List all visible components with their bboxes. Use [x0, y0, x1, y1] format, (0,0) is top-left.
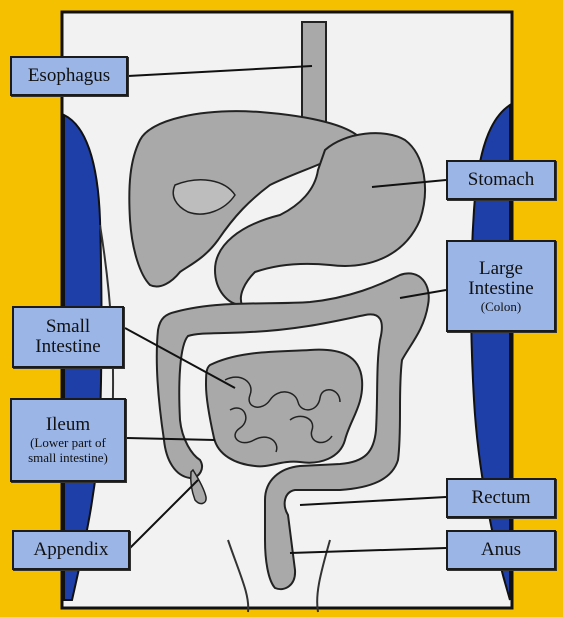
label-large-intestine-line1: Large [479, 259, 523, 279]
label-stomach-text: Stomach [468, 170, 535, 190]
label-ileum-sub2: small intestine) [28, 451, 108, 465]
label-large-intestine-sub: (Colon) [481, 300, 521, 314]
label-ileum: Ileum (Lower part of small intestine) [10, 398, 126, 482]
label-small-intestine-line2: Intestine [35, 337, 100, 357]
label-ileum-title: Ileum [46, 415, 90, 435]
label-rectum-text: Rectum [471, 488, 530, 508]
label-stomach: Stomach [446, 160, 556, 200]
label-esophagus-text: Esophagus [28, 66, 110, 86]
label-large-intestine: Large Intestine (Colon) [446, 240, 556, 332]
label-anus-text: Anus [481, 540, 521, 560]
label-small-intestine: Small Intestine [12, 306, 124, 368]
label-anus: Anus [446, 530, 556, 570]
label-appendix: Appendix [12, 530, 130, 570]
small-intestine-organ [206, 350, 362, 467]
label-small-intestine-line1: Small [46, 317, 90, 337]
label-large-intestine-line2: Intestine [468, 279, 533, 299]
label-esophagus: Esophagus [10, 56, 128, 96]
label-appendix-text: Appendix [34, 540, 109, 560]
label-rectum: Rectum [446, 478, 556, 518]
label-ileum-sub1: (Lower part of [30, 436, 106, 450]
